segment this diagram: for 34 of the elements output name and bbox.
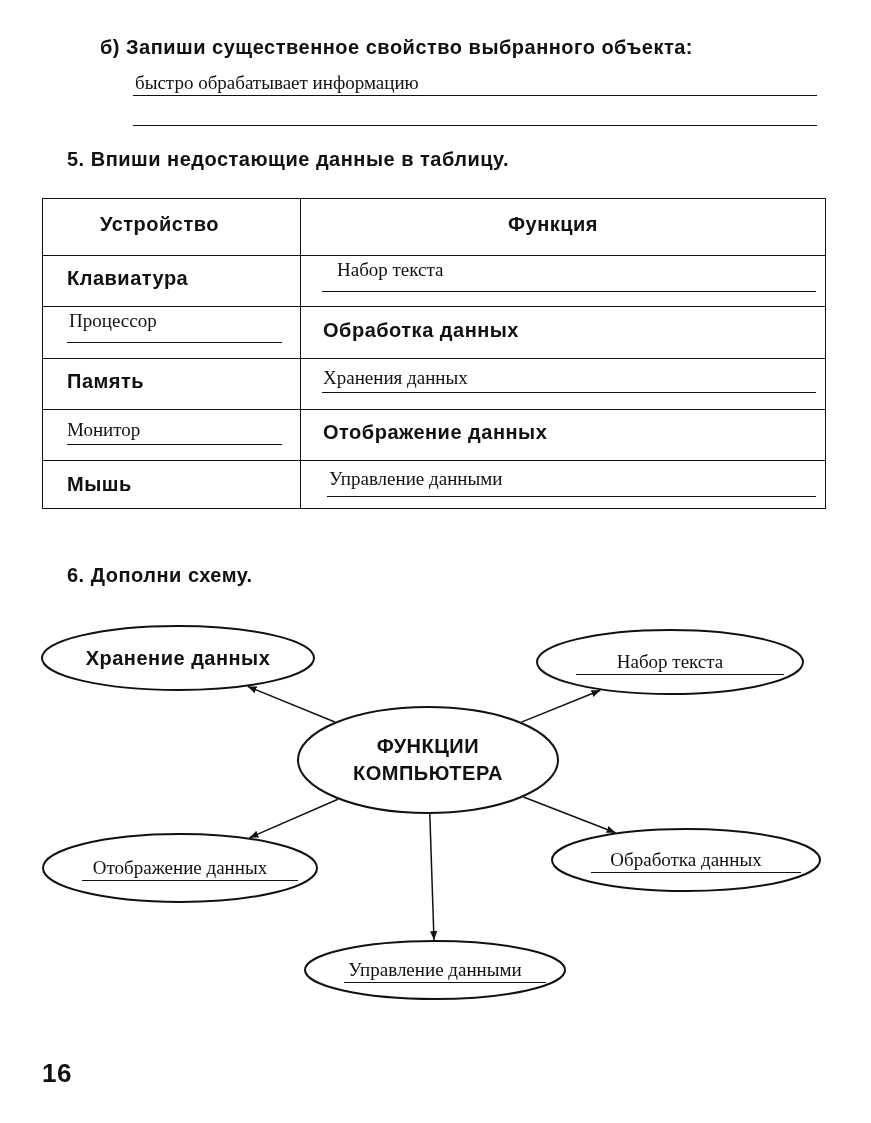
node-label: Хранение данных — [85, 646, 271, 670]
handwritten-answer: Монитор — [67, 419, 141, 441]
task-heading: 6. Дополни схему. — [67, 564, 253, 587]
table-text: Отображение данных — [323, 421, 548, 444]
ellipse-node — [41, 625, 315, 691]
handwritten-answer: Набор текста — [616, 651, 724, 673]
table-text: Клавиатура — [67, 267, 189, 290]
central-ellipse — [297, 706, 559, 814]
table-text: Мышь — [67, 473, 132, 496]
task-heading: 5. Впиши недостающие данные в таблицу. — [67, 148, 509, 171]
handwritten-answer: Отображение данных — [92, 857, 268, 879]
handwritten-answer: Управление данными — [348, 959, 522, 981]
ellipse-node — [42, 833, 318, 903]
arrow — [246, 685, 336, 723]
ellipse-node — [304, 940, 566, 1000]
ellipse-node — [551, 828, 821, 892]
arrow — [429, 813, 438, 941]
handwritten-answer: Хранения данных — [323, 367, 468, 389]
table-text: Память — [67, 370, 145, 393]
handwritten-answer: быстро обрабатывает информацию — [135, 72, 419, 94]
handwritten-answer: Набор текста — [337, 259, 444, 281]
column-header: Устройство — [100, 213, 219, 236]
arrow — [520, 689, 602, 723]
arrow — [248, 798, 339, 839]
handwritten-answer: Управление данными — [329, 468, 503, 490]
page-number: 16 — [42, 1058, 72, 1089]
handwritten-answer: Обработка данных — [610, 849, 762, 871]
ellipse-node — [536, 629, 804, 695]
handwritten-answer: Процессор — [69, 310, 157, 332]
table-text: Обработка данных — [323, 319, 519, 342]
arrow — [522, 796, 617, 834]
node-label: ФУНКЦИИ КОМПЬЮТЕРА — [352, 734, 504, 786]
column-header: Функция — [508, 213, 599, 236]
instruction-text: б) Запиши существенное свойство выбранного объекта: — [100, 36, 693, 59]
